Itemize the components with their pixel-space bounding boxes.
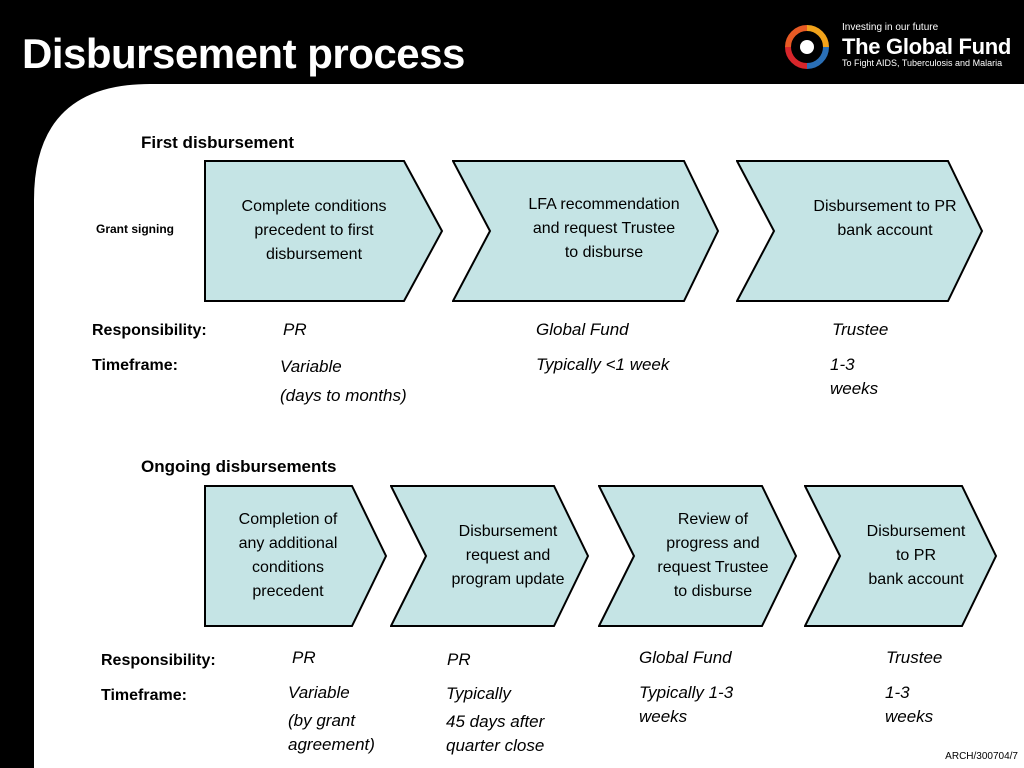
ongoing-timeframe-3: Typically 1-3 weeks xyxy=(639,683,734,726)
logo-subtitle: To Fight AIDS, Tuberculosis and Malaria xyxy=(842,58,1003,68)
first-responsibility-1: PR xyxy=(283,320,307,339)
logo-tagline: Investing in our future xyxy=(842,22,939,33)
global-fund-logo-icon xyxy=(785,25,829,69)
first-responsibility-3: Trustee xyxy=(832,320,889,339)
first-timeframe-2: Typically <1 week xyxy=(536,355,670,374)
ongoing-responsibility-3: Global Fund xyxy=(639,648,732,667)
chevron-shape xyxy=(452,160,720,302)
chevron-shape xyxy=(598,485,798,627)
chevron-shape xyxy=(390,485,590,627)
logo-name: The Global Fund xyxy=(842,34,1012,59)
first-timeframe-1: Variable (days to months) xyxy=(280,357,407,405)
ongoing-timeframe-4: 1-3 weeks xyxy=(885,683,934,726)
global-fund-logo: Investing in our future The Global Fund … xyxy=(780,18,1024,74)
ongoing-responsibility-label: Responsibility: xyxy=(101,652,216,669)
grant-signing-label: Grant signing xyxy=(96,222,174,236)
slide-reference-code: ARCH/300704/7 xyxy=(945,751,1018,762)
first-responsibility-2: Global Fund xyxy=(536,320,629,339)
ongoing-responsibility-1: PR xyxy=(292,648,316,667)
first-responsibility-label: Responsibility: xyxy=(92,322,207,339)
chevron-shape xyxy=(204,485,388,627)
page-title: Disbursement process xyxy=(22,30,465,77)
ongoing-responsibility-2: PR xyxy=(447,650,471,669)
first-disbursement-heading: First disbursement xyxy=(141,133,295,152)
ongoing-responsibility-4: Trustee xyxy=(886,648,943,667)
first-timeframe-3: 1-3 weeks xyxy=(830,355,879,398)
chevron-shape xyxy=(804,485,998,627)
ongoing-timeframe-1: Variable (by grant agreement) xyxy=(288,683,375,754)
ongoing-timeframe-2: Typically 45 days after quarter close xyxy=(446,684,545,755)
ongoing-timeframe-label: Timeframe: xyxy=(101,687,187,704)
chevron-shape xyxy=(736,160,984,302)
ongoing-disbursements-heading: Ongoing disbursements xyxy=(141,457,337,476)
chevron-shape xyxy=(204,160,444,302)
first-timeframe-label: Timeframe: xyxy=(92,357,178,374)
